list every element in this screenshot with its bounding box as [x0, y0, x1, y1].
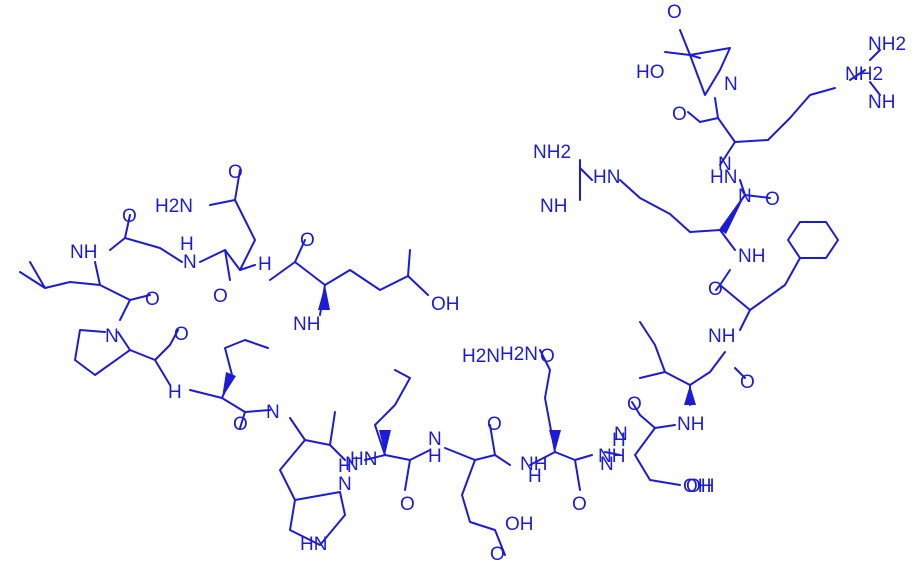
atom-label: OH	[686, 476, 715, 497]
atom-label: O	[490, 544, 505, 565]
atom-label: NH	[540, 196, 567, 217]
atom-label: NH	[868, 92, 895, 113]
atom-label: N	[183, 252, 197, 273]
atom-label: O	[228, 162, 243, 183]
atom-label: NH	[520, 454, 547, 475]
atom-label: O	[145, 289, 160, 310]
atom-label: O	[487, 414, 502, 435]
atom-label: O	[765, 189, 780, 210]
atom-label: OH	[431, 294, 460, 315]
atom-label: NH2	[533, 142, 571, 163]
atom-label: NH	[293, 314, 320, 335]
atom-label: O	[400, 494, 415, 515]
atom-label: H	[338, 456, 352, 477]
atom-label: NH	[677, 414, 704, 435]
atom-label: H	[180, 234, 194, 255]
atom-label: OH	[505, 514, 534, 535]
atom-label: H	[168, 382, 182, 403]
stereo-wedges	[222, 195, 745, 455]
atom-label: N	[718, 154, 732, 175]
atom-label: O	[213, 286, 228, 307]
atom-label: N	[600, 454, 614, 475]
atom-label: H	[428, 446, 442, 467]
atom-label: N	[428, 429, 442, 450]
atom-labels: NH2 NH NH2 HO O N NH2 NH HN O N NH NH H2…	[70, 2, 906, 565]
atom-label: N	[738, 186, 752, 207]
atom-label: N	[724, 74, 738, 95]
atom-label: H	[612, 430, 626, 451]
atom-label: N	[266, 402, 280, 423]
atom-label: O	[233, 414, 248, 435]
atom-label: N	[105, 326, 119, 347]
atom-label: OH	[683, 476, 712, 497]
atom-label: NH	[738, 246, 765, 267]
atom-label: H2N	[462, 346, 500, 367]
atom-label: O	[708, 279, 723, 300]
atom-label: HN	[300, 534, 327, 555]
atom-label: O	[627, 394, 642, 415]
atom-label: HO	[636, 62, 665, 83]
atom-label: NH2	[845, 64, 883, 85]
atom-label: NH	[708, 326, 735, 347]
atom-label: HN	[350, 449, 377, 470]
atom-label: NH	[70, 242, 97, 263]
atom-label: O	[300, 230, 315, 251]
atom-label: O	[174, 324, 189, 345]
atom-label: N	[345, 454, 359, 475]
atom-label: NH	[598, 446, 625, 467]
atom-label: O	[740, 372, 755, 393]
atom-label: H	[528, 466, 542, 487]
atom-label: O	[572, 494, 587, 515]
atom-label: H2N	[500, 344, 538, 365]
atom-label: O	[672, 104, 687, 125]
atom-label: N	[338, 474, 352, 495]
atom-label: N	[614, 424, 628, 445]
atom-label: O	[540, 346, 555, 367]
atom-label: NH2	[868, 34, 906, 55]
atom-label: O	[122, 206, 137, 227]
atom-label: HN	[593, 167, 620, 188]
atom-label: H	[258, 254, 272, 275]
atom-label: O	[667, 2, 682, 23]
atom-label: HN	[710, 167, 737, 188]
atom-label: H2N	[155, 196, 193, 217]
